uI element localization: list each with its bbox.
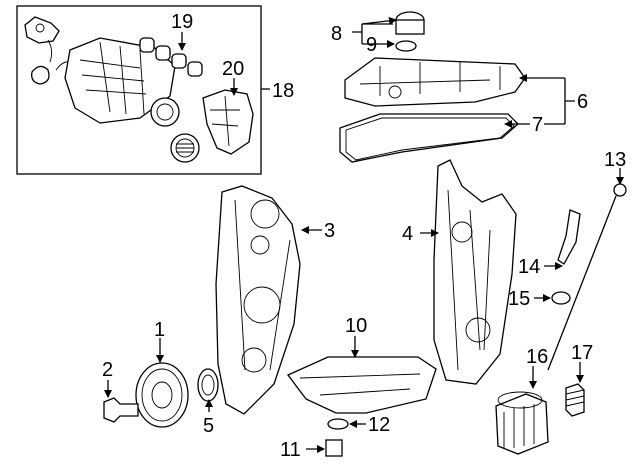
oil-pan-illustration	[286, 356, 437, 457]
intake-manifold-illustration	[24, 16, 254, 163]
pulley-illustration	[103, 362, 219, 428]
callout-15: 15	[508, 288, 530, 310]
callout-12: 12	[368, 414, 390, 436]
callout-18: 18	[272, 80, 294, 102]
timing-cover-illustration	[215, 185, 301, 415]
callout-10: 10	[345, 315, 367, 337]
oil-filter-illustration	[495, 383, 585, 455]
dipstick-illustration	[547, 183, 627, 371]
callout-20: 20	[222, 58, 244, 80]
callout-6: 6	[577, 91, 588, 113]
intake-gaskets	[139, 37, 203, 77]
callout-numbers: 19 20 18 8 9 6 7 13 3 4 14 15 1 10 16 17…	[102, 11, 626, 461]
leader-lines	[104, 16, 624, 453]
callout-14: 14	[518, 256, 540, 278]
callout-3: 3	[324, 220, 335, 242]
callout-13: 13	[604, 149, 626, 171]
callout-9: 9	[366, 34, 377, 56]
chain-cover-illustration	[433, 159, 517, 385]
callout-4: 4	[402, 223, 413, 245]
callout-5: 5	[203, 415, 214, 437]
callout-11: 11	[280, 439, 301, 461]
callout-16: 16	[526, 346, 548, 368]
callout-19: 19	[171, 11, 193, 33]
callout-17: 17	[571, 342, 593, 364]
callout-2: 2	[102, 359, 113, 381]
callout-1: 1	[154, 319, 165, 341]
valve-cover-illustration	[339, 11, 526, 163]
callout-8: 8	[331, 23, 342, 45]
callout-7: 7	[532, 114, 543, 136]
intake-group-box	[16, 5, 262, 175]
